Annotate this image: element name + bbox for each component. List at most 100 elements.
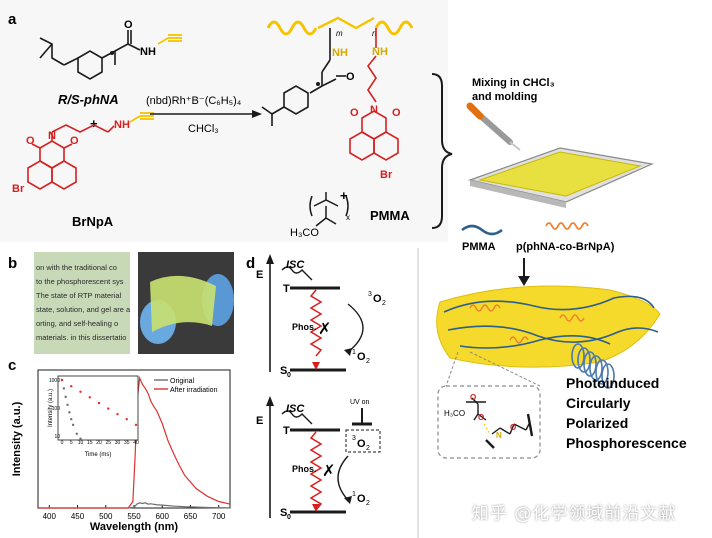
pmma-chain-3 bbox=[459, 335, 611, 349]
film-text-photo bbox=[34, 252, 130, 354]
zoom-structures bbox=[466, 397, 534, 449]
inset-x-tick-20: 20 bbox=[96, 440, 102, 446]
pmma-label: PMMA bbox=[370, 208, 410, 223]
inset-frame bbox=[57, 375, 139, 441]
phna-o: O bbox=[124, 19, 133, 31]
uv-label: UV on bbox=[350, 399, 370, 406]
e-label-lower: E bbox=[256, 415, 263, 427]
o2-singlet-sub-upper: 2 bbox=[366, 358, 370, 365]
plus-sign-2: + bbox=[340, 188, 348, 203]
film-ribbon bbox=[436, 285, 661, 368]
cpp-title-3: Polarized bbox=[566, 415, 628, 431]
cpp-panel: H₃CO O O N O Photoinduced Circularly Pol… bbox=[436, 285, 687, 459]
mixing-line1: Mixing in CHCl₃ bbox=[472, 77, 555, 89]
polymer-n: n bbox=[372, 29, 377, 38]
plus-sign-1: + bbox=[90, 116, 98, 131]
solvent-label: CHCl₃ bbox=[188, 123, 219, 135]
inset-x-tick-30: 30 bbox=[115, 440, 121, 446]
inset-x-tick-5: 5 bbox=[70, 440, 73, 446]
pmma-chain-1 bbox=[443, 295, 655, 313]
o2-triplet-upper: O bbox=[373, 293, 382, 305]
down-arrow-head bbox=[518, 276, 530, 286]
x-tick-label-400: 400 bbox=[43, 512, 57, 521]
inset-point-original-3 bbox=[66, 403, 69, 407]
polymer-br: Br bbox=[380, 169, 393, 181]
inset-point-after-3 bbox=[88, 396, 91, 399]
s0-sub-upper: 0 bbox=[287, 372, 291, 379]
inset-point-after-5 bbox=[107, 407, 110, 410]
legend-original-label: Original bbox=[170, 378, 195, 385]
legend-pmma-label: PMMA bbox=[462, 241, 496, 253]
polymer-nh-2: NH bbox=[372, 46, 388, 58]
brnpa-o1: O bbox=[26, 135, 35, 147]
pmma-x: x bbox=[346, 213, 350, 222]
cpp-title-1: Photoinduced bbox=[566, 375, 659, 391]
phna-label: R/S-phNA bbox=[58, 92, 119, 107]
inset-point-after-0 bbox=[60, 378, 64, 382]
o2-triplet-lower: O bbox=[357, 438, 366, 450]
phna-nh: NH bbox=[140, 46, 156, 58]
zoom-o3: O bbox=[510, 423, 516, 432]
film-text-line-3: The state of RTP material bbox=[36, 291, 122, 300]
o2-triplet-sub-upper: 2 bbox=[382, 300, 386, 307]
inset-ylabel: Intensity (a.u.) bbox=[48, 389, 54, 427]
legend-pmma-line bbox=[461, 224, 503, 236]
o2-triplet-sup-lower: 3 bbox=[352, 435, 356, 442]
zoom-o2: O bbox=[470, 393, 476, 402]
polymer-stereocenter bbox=[316, 82, 320, 86]
inset-point-after-1 bbox=[70, 385, 73, 388]
polymer-o-1: O bbox=[346, 71, 355, 83]
watermark-text: 知乎 @化学领域前沿文献 bbox=[471, 503, 677, 524]
film-text-line-1: on with the traditional co bbox=[36, 263, 117, 272]
o2-triplet-sup-upper: 3 bbox=[368, 291, 372, 298]
h-bond bbox=[483, 423, 491, 435]
inset-x-tick-35: 35 bbox=[124, 440, 130, 446]
phos-cross-upper: ✗ bbox=[318, 321, 331, 338]
legend-copolymer-label: p(phNA-co-BrNpA) bbox=[516, 241, 615, 253]
brnpa-nh: NH bbox=[114, 119, 130, 131]
pipette bbox=[466, 102, 521, 151]
polymer-m: m bbox=[336, 29, 343, 38]
o2-singlet-sup-lower: 1 bbox=[352, 491, 356, 498]
inset-y-tick-10: 10 bbox=[54, 434, 60, 440]
phos-label-lower: Phos. bbox=[292, 464, 317, 474]
panel-c-letter: c bbox=[8, 357, 16, 374]
o2-triplet-sub-lower: 2 bbox=[366, 445, 370, 452]
panel-d: d E ISC T S 0 Phos. ✗ 3 O 2 1 O 2 bbox=[246, 248, 419, 538]
film-text-line-5: orting, and self-healing o bbox=[36, 319, 118, 328]
cpp-title-2: Circularly bbox=[566, 395, 631, 411]
film-text-lines: on with the traditional co to the phosph… bbox=[36, 263, 131, 342]
mold-tray bbox=[467, 147, 655, 208]
legend-after-label: After irradiation bbox=[170, 387, 218, 394]
phos-label-upper: Phos. bbox=[292, 322, 317, 332]
inset-xlabel: Time (ms) bbox=[85, 452, 112, 458]
inset-point-after-2 bbox=[79, 390, 82, 393]
inset-point-original-1 bbox=[62, 387, 66, 390]
x-tick-label-600: 600 bbox=[156, 512, 170, 521]
t-label-upper: T bbox=[283, 283, 290, 295]
s0-sub-lower: 0 bbox=[287, 514, 291, 521]
inset-point-original-6 bbox=[71, 423, 75, 427]
inset-point-original-2 bbox=[64, 395, 67, 399]
pmma-ester: H₃CO bbox=[290, 227, 319, 239]
cpl-helix bbox=[571, 343, 615, 389]
s0-label-upper: S bbox=[280, 365, 287, 377]
watermark: 知乎 @化学领域前沿文献 bbox=[438, 493, 710, 529]
inset-x-tick-10: 10 bbox=[78, 440, 84, 446]
cpp-title-4: Phosphorescence bbox=[566, 435, 687, 451]
o2-singlet-lower: O bbox=[357, 493, 366, 505]
series-line-original bbox=[38, 502, 231, 509]
inset-point-original-8 bbox=[79, 437, 82, 440]
x-tick-label-700: 700 bbox=[212, 512, 226, 521]
inset-x-tick-15: 15 bbox=[87, 440, 93, 446]
brnpa-br: Br bbox=[12, 183, 25, 195]
copolymer-chain-3 bbox=[509, 336, 529, 344]
o2-dashed-box bbox=[345, 429, 381, 453]
inset-point-after-7 bbox=[125, 417, 128, 421]
isc-label-lower: ISC bbox=[286, 403, 305, 415]
pmma-chain-2 bbox=[447, 325, 659, 343]
brnpa-label: BrNpA bbox=[72, 214, 114, 229]
